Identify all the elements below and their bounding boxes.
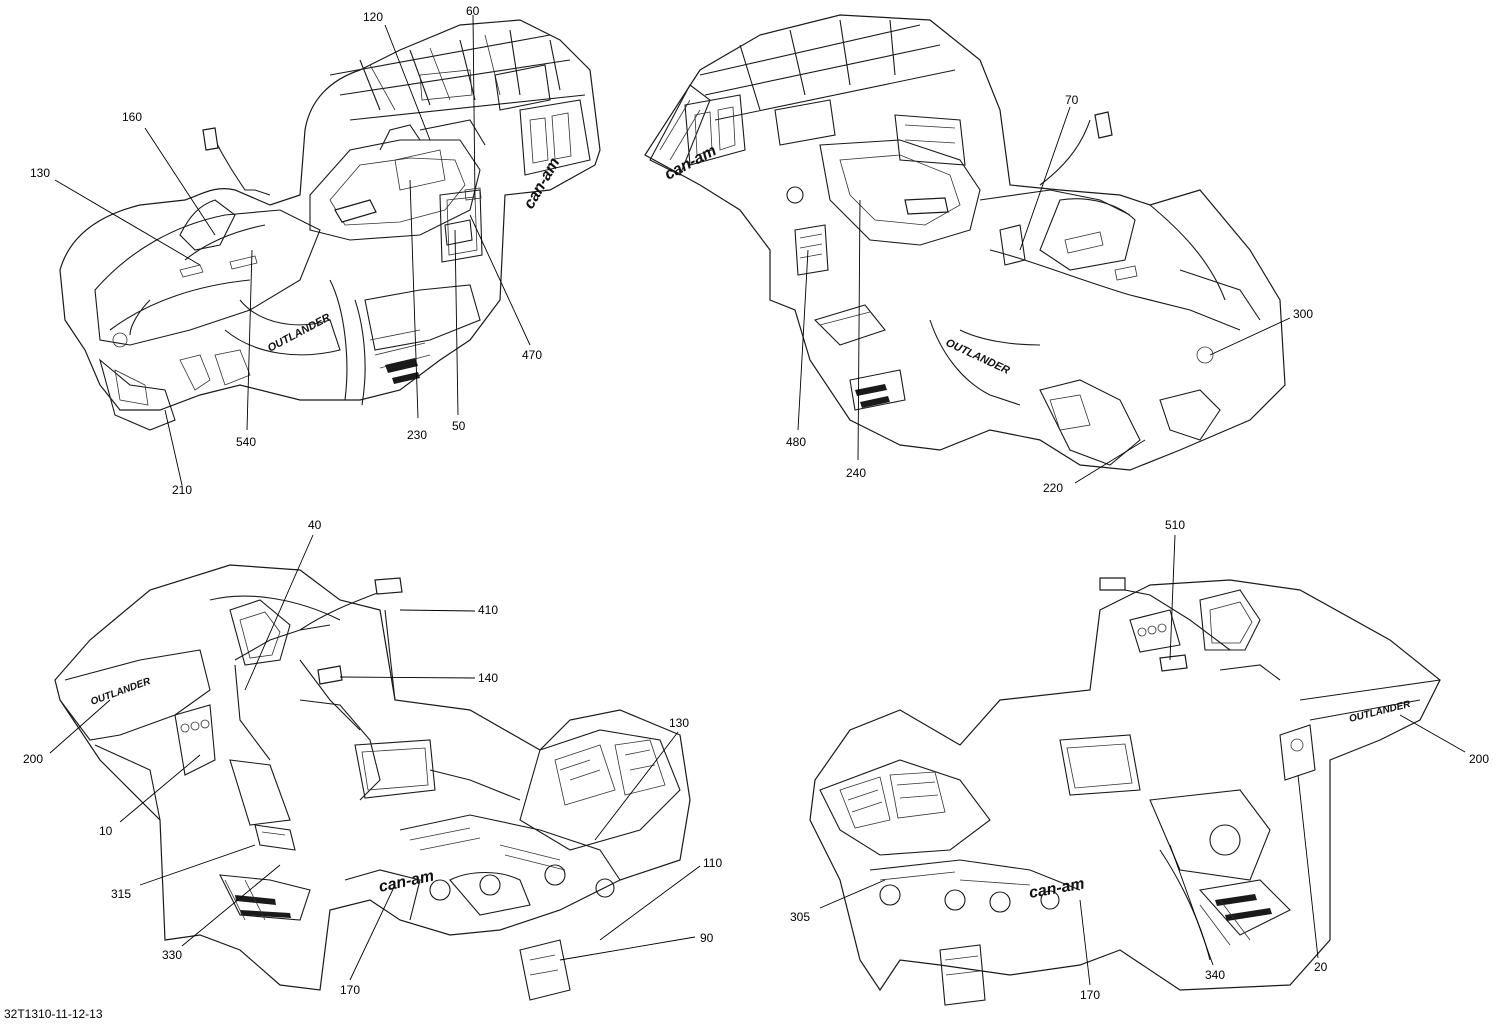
- view-rear-right: OUTLANDER can-am: [809, 577, 1441, 1006]
- callout-label: 120: [363, 10, 383, 24]
- callout-label: 170: [340, 983, 360, 997]
- callout-label: 315: [111, 887, 131, 901]
- leaders-front-right: [797, 106, 1291, 484]
- leaders-front-left: [54, 14, 531, 486]
- callout-label: 70: [1065, 93, 1079, 107]
- callout-label: 210: [172, 483, 192, 497]
- callout-label: 50: [452, 419, 466, 433]
- callout-label: 510: [1165, 518, 1185, 532]
- callout-label: 540: [236, 435, 256, 449]
- callout-label: 470: [522, 348, 542, 362]
- callout-label: 170: [1080, 988, 1100, 1002]
- callout-label: 410: [478, 603, 498, 617]
- callout-label: 200: [23, 752, 43, 766]
- diagram-code: 32T1310-11-12-13: [4, 1007, 103, 1021]
- callout-label: 330: [162, 948, 182, 962]
- callout-labels: 120 60 160 130 540 230 50 470 210 70 300…: [23, 4, 1489, 1002]
- callout-label: 140: [478, 671, 498, 685]
- callout-label: 10: [99, 824, 113, 838]
- callout-label: 160: [122, 110, 142, 124]
- callout-label: 40: [308, 518, 322, 532]
- callout-label: 220: [1043, 481, 1063, 495]
- callout-label: 20: [1314, 960, 1328, 974]
- callout-label: 305: [790, 910, 810, 924]
- callout-label: 340: [1205, 968, 1225, 982]
- callout-label: 230: [407, 428, 427, 442]
- leaders-rear-right: [819, 534, 1466, 986]
- view-front-left: OUTLANDER can-am: [59, 19, 601, 431]
- view-rear-left: OUTLANDER can-am: [54, 564, 691, 1001]
- callout-label: 200: [1469, 752, 1489, 766]
- view-front-right: can-am OUTLANDER: [644, 14, 1286, 471]
- callout-label: 240: [846, 466, 866, 480]
- callout-label: 130: [30, 166, 50, 180]
- callout-label: 90: [700, 931, 714, 945]
- callout-label: 300: [1293, 307, 1313, 321]
- callout-label: 110: [703, 856, 722, 870]
- callout-label: 60: [466, 4, 480, 18]
- callout-label: 480: [786, 435, 806, 449]
- callout-label: 130: [669, 716, 689, 730]
- leaders-rear-left: [49, 534, 701, 981]
